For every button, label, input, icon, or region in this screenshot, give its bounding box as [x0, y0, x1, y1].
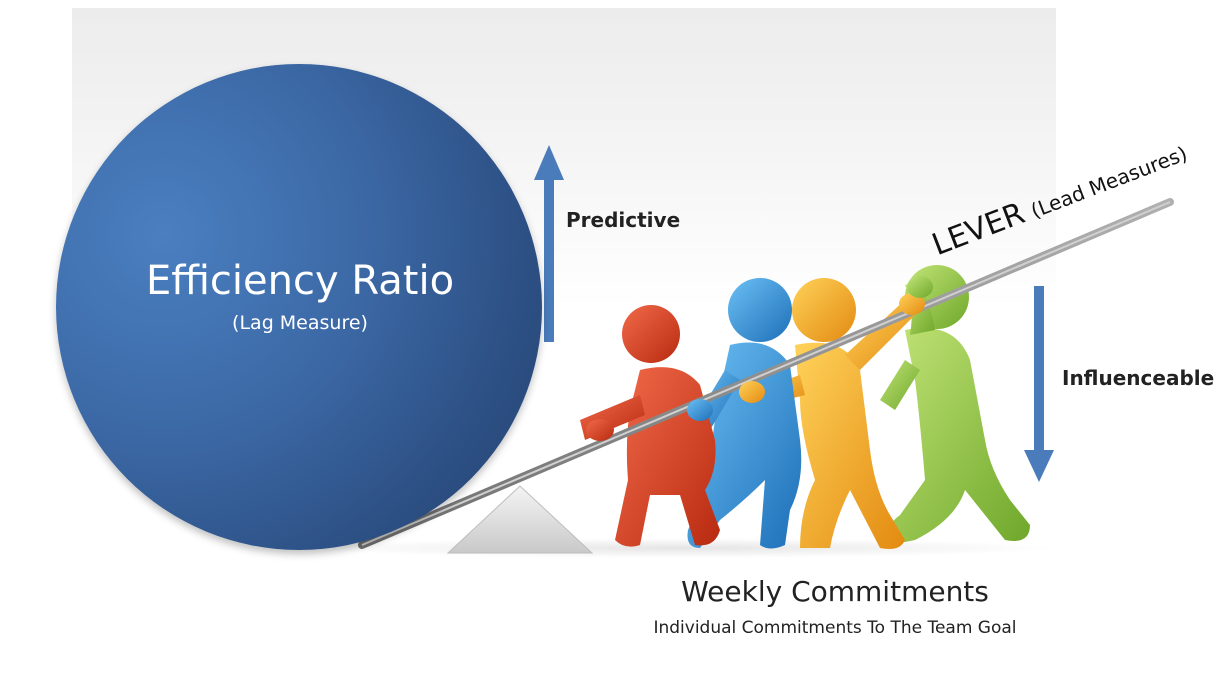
circle-subtitle: (Lag Measure): [232, 312, 368, 334]
red-hand: [586, 419, 614, 441]
predictive-label: Predictive: [566, 208, 681, 232]
lever-highlight: [361, 201, 1171, 546]
caption-subtitle: Individual Commitments To The Team Goal: [653, 618, 1017, 638]
circle-title: Efficiency Ratio: [145, 258, 455, 304]
fulcrum: [446, 485, 594, 554]
influenceable-arrow-down-icon: [1024, 286, 1054, 482]
predictive-arrow-up-icon: [534, 145, 564, 342]
green-hand: [907, 276, 933, 298]
efficiency-ratio-circle: [56, 64, 542, 550]
blue-hand: [687, 399, 713, 421]
orange-hand-upper: [899, 293, 925, 315]
caption-title: Weekly Commitments: [681, 575, 989, 608]
orange-hand: [739, 381, 765, 403]
influenceable-label: Influenceable: [1062, 366, 1215, 390]
